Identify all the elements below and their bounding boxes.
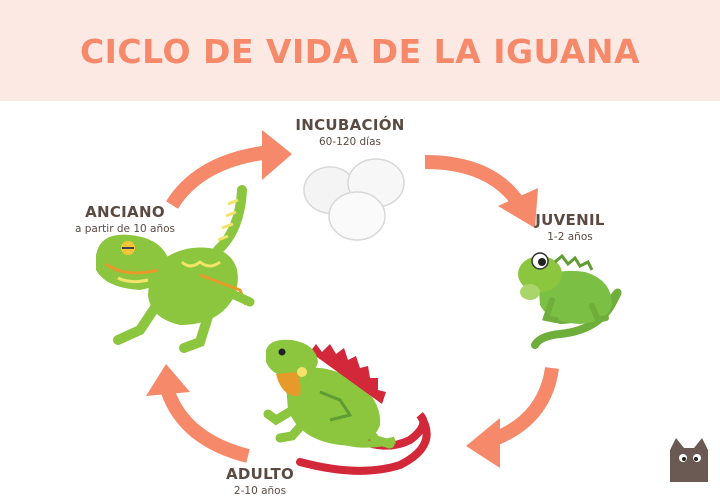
cat-logo-icon bbox=[670, 438, 708, 482]
elder-iguana-icon bbox=[96, 185, 255, 353]
stage-name: JUVENIL bbox=[535, 211, 605, 229]
stage-duration: 60-120 días bbox=[318, 136, 381, 148]
stage-duration: a partir de 10 años bbox=[74, 223, 176, 235]
arrow-juvenil-to-adulto bbox=[466, 366, 559, 468]
page-title: CICLO DE VIDA DE LA IGUANA bbox=[79, 32, 641, 71]
stage-name: ANCIANO bbox=[85, 203, 165, 221]
stage-juvenil: JUVENIL 1-2 años bbox=[530, 211, 610, 243]
stage-duration: 2-10 años bbox=[233, 485, 287, 497]
stage-duration: 1-2 años bbox=[547, 231, 593, 243]
arrow-adulto-to-anciano bbox=[146, 364, 250, 463]
eggs-icon bbox=[303, 158, 405, 241]
title-banner bbox=[0, 0, 720, 101]
stage-anciano: ANCIANO a partir de 10 años bbox=[60, 203, 190, 235]
arrow-incubacion-to-juvenil bbox=[424, 155, 538, 228]
stage-name: INCUBACIÓN bbox=[295, 116, 405, 134]
adult-iguana-icon bbox=[263, 339, 431, 475]
juvenile-iguana-icon bbox=[518, 252, 622, 349]
stage-adulto: ADULTO 2-10 años bbox=[200, 465, 320, 497]
stage-name: ADULTO bbox=[225, 465, 295, 483]
arrow-anciano-to-incubacion bbox=[166, 130, 292, 209]
stage-incubacion: INCUBACIÓN 60-120 días bbox=[270, 116, 430, 148]
